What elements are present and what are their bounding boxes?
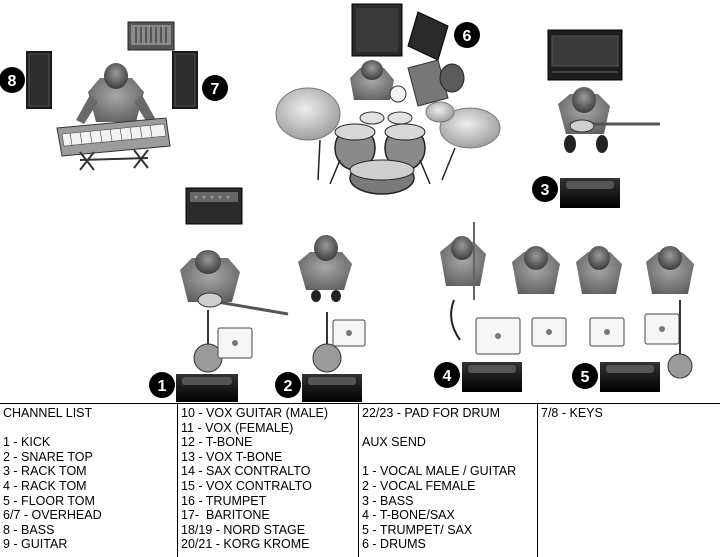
marker-3-label: 3 (541, 182, 550, 199)
pa-speaker-left (26, 51, 52, 109)
horn-mic-stands (667, 300, 693, 379)
marker-6-label: 6 (463, 28, 472, 45)
monitor-wedge-4 (462, 362, 522, 392)
monitor-wedge-3 (560, 178, 620, 208)
keyboard-player-icon (76, 63, 156, 124)
horn-player-icon-3 (576, 246, 622, 294)
marker-2: 2 (275, 372, 301, 398)
marker-6: 6 (454, 22, 480, 48)
tablet-icon (217, 327, 253, 359)
channel-column-1: CHANNEL LIST 1 - KICK 2 - SNARE TOP 3 - … (0, 404, 177, 557)
marker-2-label: 2 (284, 378, 293, 395)
channel-line: 3 - RACK TOM (3, 464, 87, 479)
channel-line: 18/19 - NORD STAGE (181, 522, 306, 537)
channel-line: 6/7 - OVERHEAD (3, 508, 102, 523)
channel-line: 11 - VOX (FEMALE) (181, 420, 294, 435)
marker-1-label: 1 (158, 378, 167, 395)
channel-line: 22/23 - PAD FOR DRUM (362, 406, 500, 420)
monitor-wedge-1 (176, 374, 238, 402)
marker-1: 1 (149, 372, 175, 398)
channel-column-2: 10 - VOX GUITAR (MALE) 11 - VOX (FEMALE)… (177, 404, 358, 557)
channel-line (3, 421, 177, 436)
drum-pad-icon (407, 59, 465, 107)
aux-line: 5 - TRUMPET/ SAX (362, 522, 473, 537)
channel-column-3: 22/23 - PAD FOR DRUM AUX SEND 1 - VOCAL … (358, 404, 537, 557)
monitor-wedge-5 (600, 362, 660, 392)
channel-line: 14 - SAX CONTRALTO (181, 464, 311, 479)
bass-amp-icon (547, 29, 623, 81)
aux-send-heading: AUX SEND (362, 435, 426, 450)
channel-list-table: CHANNEL LIST 1 - KICK 2 - SNARE TOP 3 - … (0, 403, 720, 557)
channel-line: 9 - GUITAR (3, 537, 68, 552)
marker-7: 7 (202, 75, 228, 101)
marker-5-label: 5 (581, 369, 590, 386)
horn-tablets (475, 313, 680, 355)
aux-line: 7/8 - KEYS (541, 406, 603, 420)
vocalist-icon (298, 235, 352, 302)
aux-line: 3 - BASS (362, 493, 414, 508)
channel-list-heading: CHANNEL LIST (3, 406, 93, 420)
horn-player-icon-4 (646, 246, 694, 294)
channel-line: 12 - T-BONE (181, 435, 253, 450)
channel-line: 16 - TRUMPET (181, 493, 267, 508)
tablet-icon-2 (332, 319, 366, 347)
channel-line: 17- BARITONE (181, 508, 270, 523)
channel-line (362, 450, 537, 465)
aux-line: 2 - VOCAL FEMALE (362, 478, 476, 493)
stage-plot: 1 2 3 4 5 6 7 8 (0, 3, 694, 402)
channel-line: 1 - KICK (3, 435, 51, 450)
drum-monitor-icon (407, 11, 449, 61)
marker-4: 4 (434, 362, 460, 388)
keyboard-icon (56, 117, 171, 171)
horn-player-icon-1 (440, 222, 486, 341)
channel-column-4: 7/8 - KEYS (537, 404, 720, 557)
drum-kit-icon (275, 60, 501, 195)
marker-4-label: 4 (443, 368, 452, 385)
microphone-stand-icon-2 (312, 312, 342, 373)
marker-8: 8 (0, 67, 25, 93)
aux-line: 6 - DRUMS (362, 537, 426, 552)
marker-8-label: 8 (8, 73, 17, 90)
guitar-amp-icon (185, 187, 243, 225)
aux-line: 4 - T-BONE/SAX (362, 508, 455, 523)
bass-cabinet-icon (351, 3, 403, 57)
pa-speaker-right (172, 51, 198, 109)
channel-line: 10 - VOX GUITAR (MALE) (181, 406, 329, 420)
marker-5: 5 (572, 363, 598, 389)
channel-line: 4 - RACK TOM (3, 478, 87, 493)
aux-line: 1 - VOCAL MALE / GUITAR (362, 464, 517, 479)
bass-player-icon (558, 87, 660, 153)
channel-line: 20/21 - KORG KROME (181, 537, 310, 552)
marker-7-label: 7 (211, 81, 220, 98)
guitar-player-icon (180, 250, 289, 316)
channel-line: 2 - SNARE TOP (3, 449, 93, 464)
monitor-wedge-2 (302, 374, 362, 402)
marker-3: 3 (532, 176, 558, 202)
channel-line (362, 421, 537, 436)
horn-player-icon-2 (512, 246, 560, 294)
channel-line: 13 - VOX T-BONE (181, 449, 283, 464)
channel-line: 15 - VOX CONTRALTO (181, 478, 312, 493)
channel-line: 8 - BASS (3, 522, 55, 537)
mixer-icon (127, 21, 175, 51)
channel-line: 5 - FLOOR TOM (3, 493, 95, 508)
